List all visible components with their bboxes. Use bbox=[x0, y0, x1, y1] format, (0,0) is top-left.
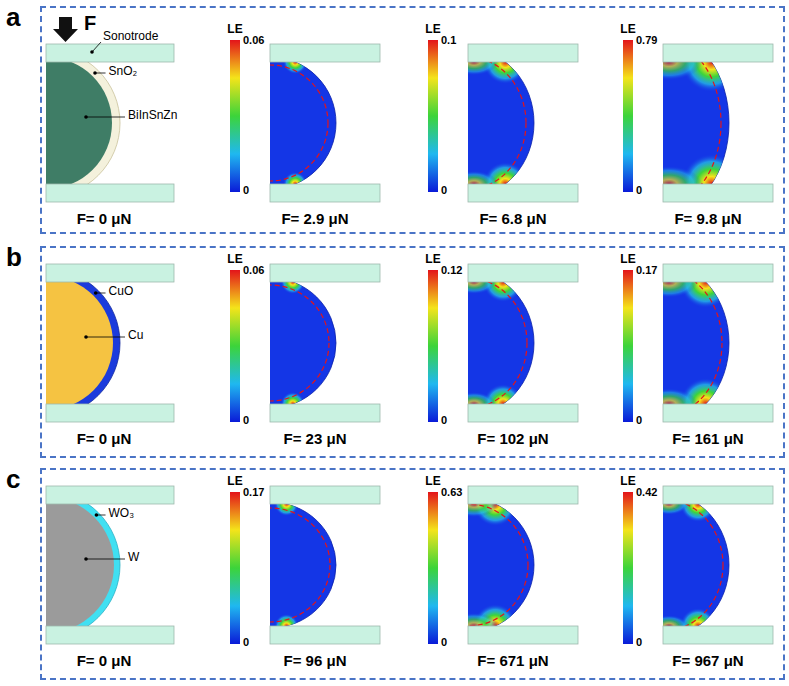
colorbar-max: 0.12 bbox=[441, 264, 462, 277]
force-value: F= 0 μN bbox=[77, 430, 132, 447]
colorbar-max: 0.63 bbox=[441, 486, 462, 499]
deformed-particle bbox=[663, 282, 732, 404]
colorbar-title: LE bbox=[620, 475, 635, 489]
panel-frame: c bbox=[40, 468, 785, 680]
deformed-particle bbox=[270, 62, 336, 184]
part-name: BiInSnZn bbox=[128, 109, 177, 123]
colorbar-max: 0.17 bbox=[636, 264, 657, 277]
particle-schematic bbox=[46, 62, 120, 184]
colorbar-max: 0.79 bbox=[636, 34, 657, 47]
part-name: CuO bbox=[109, 285, 134, 299]
colorbar-min: 0 bbox=[636, 636, 642, 649]
part-name: Cu bbox=[128, 329, 143, 343]
colorbar-max: 0.17 bbox=[243, 486, 264, 499]
deformed-particle bbox=[468, 504, 534, 626]
colorbar-min: 0 bbox=[243, 636, 249, 649]
force-value: F= 102 μN bbox=[477, 430, 548, 447]
colorbar-min: 0 bbox=[636, 414, 642, 427]
deformed-particle bbox=[270, 282, 336, 404]
colorbar-min: 0 bbox=[441, 414, 447, 427]
part-name: Sonotrode bbox=[103, 30, 158, 44]
force-value: F= 23 μN bbox=[284, 430, 347, 447]
panel-frame: b bbox=[40, 246, 785, 458]
colorbar-min: 0 bbox=[243, 184, 249, 197]
force-value: F= 161 μN bbox=[672, 430, 743, 447]
colorbar-min: 0 bbox=[243, 414, 249, 427]
colorbar-title: LE bbox=[227, 253, 242, 267]
deformed-particle bbox=[663, 62, 733, 184]
force-value: F= 96 μN bbox=[284, 652, 347, 669]
force-value: F= 671 μN bbox=[477, 652, 548, 669]
colorbar-title: LE bbox=[425, 475, 440, 489]
force-value: F= 9.8 μN bbox=[674, 210, 741, 227]
panel-letter: c bbox=[6, 466, 20, 492]
deformed-particle bbox=[468, 282, 534, 404]
particle-schematic bbox=[46, 504, 120, 626]
force-symbol: F bbox=[84, 12, 96, 35]
panel-letter: a bbox=[6, 4, 20, 30]
colorbar-max: 0.06 bbox=[243, 34, 264, 47]
colorbar-max: 0.1 bbox=[441, 34, 456, 47]
force-value: F= 967 μN bbox=[672, 652, 743, 669]
part-name: SnO₂ bbox=[109, 65, 138, 79]
colorbar-title: LE bbox=[227, 475, 242, 489]
force-value: F= 2.9 μN bbox=[281, 210, 348, 227]
particle-schematic bbox=[46, 282, 120, 404]
deformed-particle bbox=[468, 62, 534, 184]
colorbar-title: LE bbox=[227, 23, 242, 37]
force-value: F= 0 μN bbox=[77, 652, 132, 669]
colorbar-min: 0 bbox=[441, 636, 447, 649]
deformed-particle bbox=[663, 504, 729, 626]
colorbar-max: 0.06 bbox=[243, 264, 264, 277]
colorbar-title: LE bbox=[425, 253, 440, 267]
part-name: W bbox=[128, 551, 139, 565]
colorbar-title: LE bbox=[425, 23, 440, 37]
force-value: F= 0 μN bbox=[77, 210, 132, 227]
colorbar-min: 0 bbox=[636, 184, 642, 197]
colorbar-title: LE bbox=[620, 23, 635, 37]
colorbar-max: 0.42 bbox=[636, 486, 657, 499]
deformed-particle bbox=[270, 504, 336, 626]
panel-letter: b bbox=[6, 244, 22, 270]
force-value: F= 6.8 μN bbox=[479, 210, 546, 227]
part-name: WO₃ bbox=[109, 507, 135, 521]
colorbar-title: LE bbox=[620, 253, 635, 267]
colorbar-min: 0 bbox=[441, 184, 447, 197]
